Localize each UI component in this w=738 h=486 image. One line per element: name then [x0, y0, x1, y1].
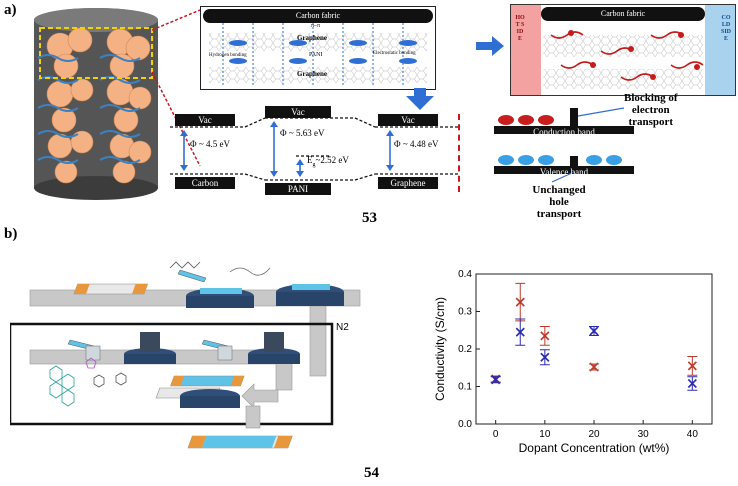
- figure-number-54: 54: [364, 465, 379, 481]
- electrostatic-bonding-label: Electrostatic bonding: [373, 51, 416, 56]
- band-transport-schematic: [494, 107, 634, 183]
- vac-center: Vac: [265, 106, 331, 118]
- pi-pi-label: π–π: [311, 23, 321, 29]
- pani-inner-label: PANI: [309, 52, 323, 58]
- phi-center: Φ ~ 5.63 eV: [280, 128, 325, 138]
- data-point: [515, 327, 525, 337]
- down-arrow-icon: [406, 88, 434, 110]
- right-arrow-icon: [476, 36, 504, 56]
- fabric-cylinder-illustration: [34, 8, 158, 200]
- thermoelectric-box: Carbon fabric HOT SIDE COLD SIDE: [510, 4, 736, 96]
- data-point: [491, 375, 501, 385]
- data-point: [687, 378, 697, 389]
- vac-right: Vac: [378, 114, 438, 126]
- data-point: [515, 297, 525, 307]
- x-tick-label: 20: [588, 429, 600, 440]
- panel-b-label: b): [4, 226, 18, 242]
- vac-left: Vac: [175, 114, 235, 126]
- energy-level-diagram: [170, 117, 460, 181]
- carrier-transport-illustration: [543, 30, 704, 89]
- x-tick-label: 10: [539, 429, 551, 440]
- graphene-bottom-label: Graphene: [297, 70, 327, 78]
- hydrogen-bonding-label: Hydrogen bonding: [209, 53, 247, 58]
- y-tick-label: 0.4: [458, 269, 472, 280]
- carbon-band-label: Carbon: [175, 177, 235, 189]
- graphene-band-label: Graphene: [378, 177, 438, 189]
- x-tick-label: 0: [493, 429, 499, 440]
- y-tick-label: 0.3: [458, 307, 472, 318]
- band-gap-label: Eg~2.52 eV: [307, 155, 349, 168]
- y-tick-label: 0.2: [458, 344, 472, 355]
- x-axis-label: Dopant Concentration (wt%): [519, 441, 670, 455]
- hybrid-structure-box: Carbon fabric π–π Graphene Hydrogen bond…: [200, 6, 436, 90]
- separator: [458, 114, 460, 192]
- panel-a-label: a): [4, 2, 17, 18]
- data-point: [687, 361, 697, 371]
- figure-number-53: 53: [362, 210, 377, 226]
- data-point: [540, 352, 550, 362]
- n2-label: N2: [336, 322, 349, 333]
- x-tick-label: 30: [638, 429, 650, 440]
- data-point: [589, 362, 599, 372]
- y-axis-label: Conductivity (S/cm): [433, 297, 447, 401]
- right-carbon-fabric-label: Carbon fabric: [600, 9, 646, 18]
- graphene-lattice: [209, 23, 427, 85]
- plot-frame: [475, 273, 713, 425]
- conduction-band-label: Conduction band: [533, 127, 595, 137]
- y-tick-label: 0.0: [458, 419, 472, 430]
- pani-band-label: PANI: [265, 183, 331, 195]
- x-tick-label: 40: [687, 429, 699, 440]
- data-point: [540, 331, 550, 341]
- data-point: [589, 326, 599, 336]
- phi-left: Φ ~ 4.5 eV: [190, 139, 230, 149]
- cold-side-label: COLD SIDE: [721, 15, 732, 42]
- carbon-fabric-label: Carbon fabric: [295, 11, 341, 20]
- fabrication-process-illustration: [10, 261, 361, 449]
- graphene-top-label: Graphene: [297, 34, 327, 42]
- y-tick-label: 0.1: [458, 382, 472, 393]
- phi-right: Φ ~ 4.48 eV: [394, 139, 439, 149]
- valence-band-label: Valence band: [539, 167, 589, 177]
- hot-side-label: HOT SIDE: [515, 15, 525, 42]
